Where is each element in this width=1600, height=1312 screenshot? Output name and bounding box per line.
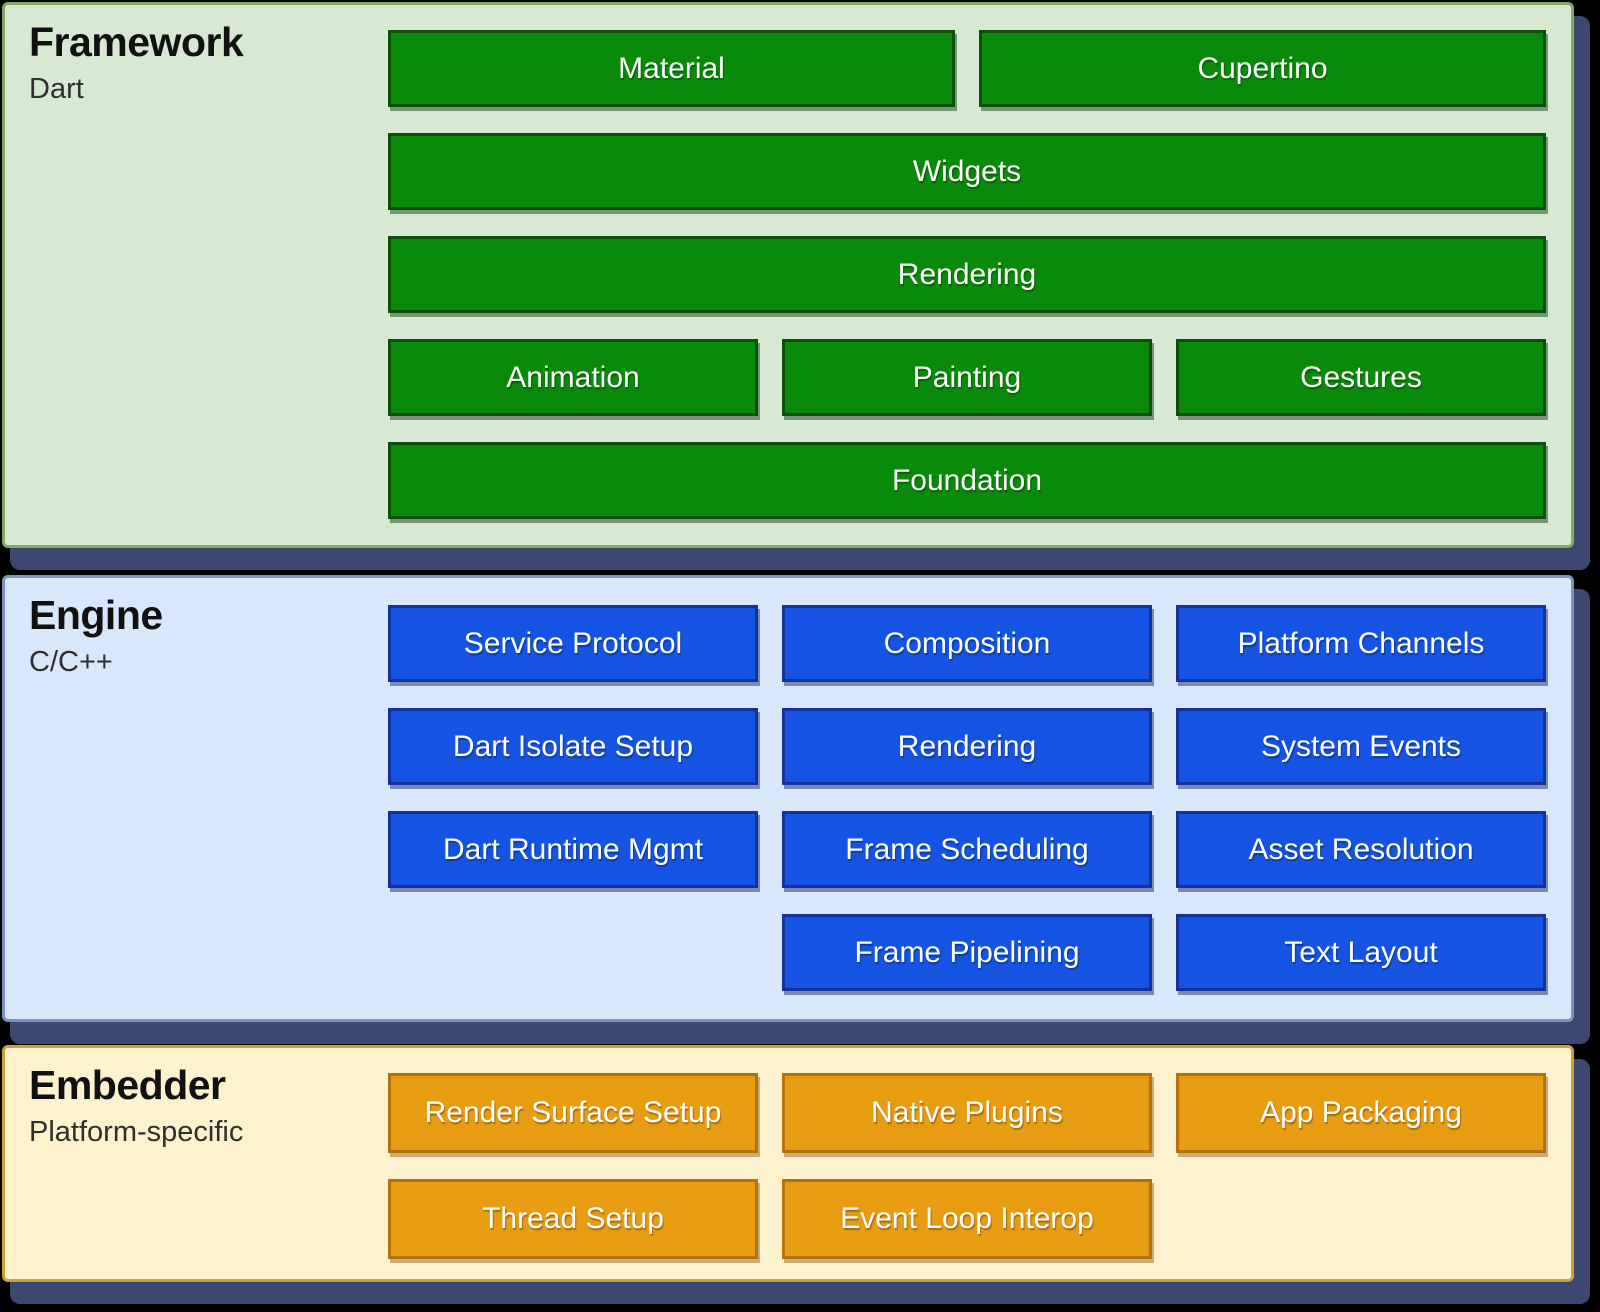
embedder-layer: Embedder Platform-specific Render Surfac…	[2, 1045, 1574, 1282]
block-render-surface-setup: Render Surface Setup	[388, 1073, 758, 1153]
block-engine-rendering: Rendering	[782, 708, 1152, 785]
embedder-blocks: Render Surface Setup Native Plugins App …	[388, 1073, 1546, 1259]
block-native-plugins: Native Plugins	[782, 1073, 1152, 1153]
embedder-subtitle: Platform-specific	[29, 1116, 244, 1149]
framework-row-5: Foundation	[388, 442, 1546, 519]
engine-layer: Engine C/C++ Service Protocol Compositio…	[2, 575, 1574, 1022]
block-service-protocol: Service Protocol	[388, 605, 758, 682]
block-foundation: Foundation	[388, 442, 1546, 519]
block-dart-isolate-setup: Dart Isolate Setup	[388, 708, 758, 785]
framework-layer: Framework Dart Material Cupertino Widget…	[2, 2, 1574, 548]
engine-subtitle: C/C++	[29, 646, 113, 679]
engine-label: Engine C/C++	[29, 592, 163, 679]
block-painting: Painting	[782, 339, 1152, 416]
framework-row-4: Animation Painting Gestures	[388, 339, 1546, 416]
block-platform-channels: Platform Channels	[1176, 605, 1546, 682]
block-text-layout: Text Layout	[1176, 914, 1546, 991]
block-animation: Animation	[388, 339, 758, 416]
engine-blocks: Service Protocol Composition Platform Ch…	[388, 605, 1546, 991]
block-dart-runtime-mgmt: Dart Runtime Mgmt	[388, 811, 758, 888]
block-system-events: System Events	[1176, 708, 1546, 785]
block-asset-resolution: Asset Resolution	[1176, 811, 1546, 888]
framework-label: Framework Dart	[29, 19, 244, 106]
framework-row-1: Material Cupertino	[388, 30, 1546, 107]
block-composition: Composition	[782, 605, 1152, 682]
block-gestures: Gestures	[1176, 339, 1546, 416]
block-cupertino: Cupertino	[979, 30, 1546, 107]
block-frame-pipelining: Frame Pipelining	[782, 914, 1152, 991]
engine-title: Engine	[29, 592, 163, 638]
block-frame-scheduling: Frame Scheduling	[782, 811, 1152, 888]
framework-subtitle: Dart	[29, 73, 84, 106]
framework-row-3: Rendering	[388, 236, 1546, 313]
block-rendering: Rendering	[388, 236, 1546, 313]
embedder-label: Embedder Platform-specific	[29, 1062, 243, 1149]
block-material: Material	[388, 30, 955, 107]
framework-title: Framework	[29, 19, 244, 65]
framework-blocks: Material Cupertino Widgets Rendering Ani…	[388, 30, 1546, 519]
block-event-loop-interop: Event Loop Interop	[782, 1179, 1152, 1259]
block-app-packaging: App Packaging	[1176, 1073, 1546, 1153]
framework-row-2: Widgets	[388, 133, 1546, 210]
block-widgets: Widgets	[388, 133, 1546, 210]
embedder-title: Embedder	[29, 1062, 226, 1108]
block-thread-setup: Thread Setup	[388, 1179, 758, 1259]
